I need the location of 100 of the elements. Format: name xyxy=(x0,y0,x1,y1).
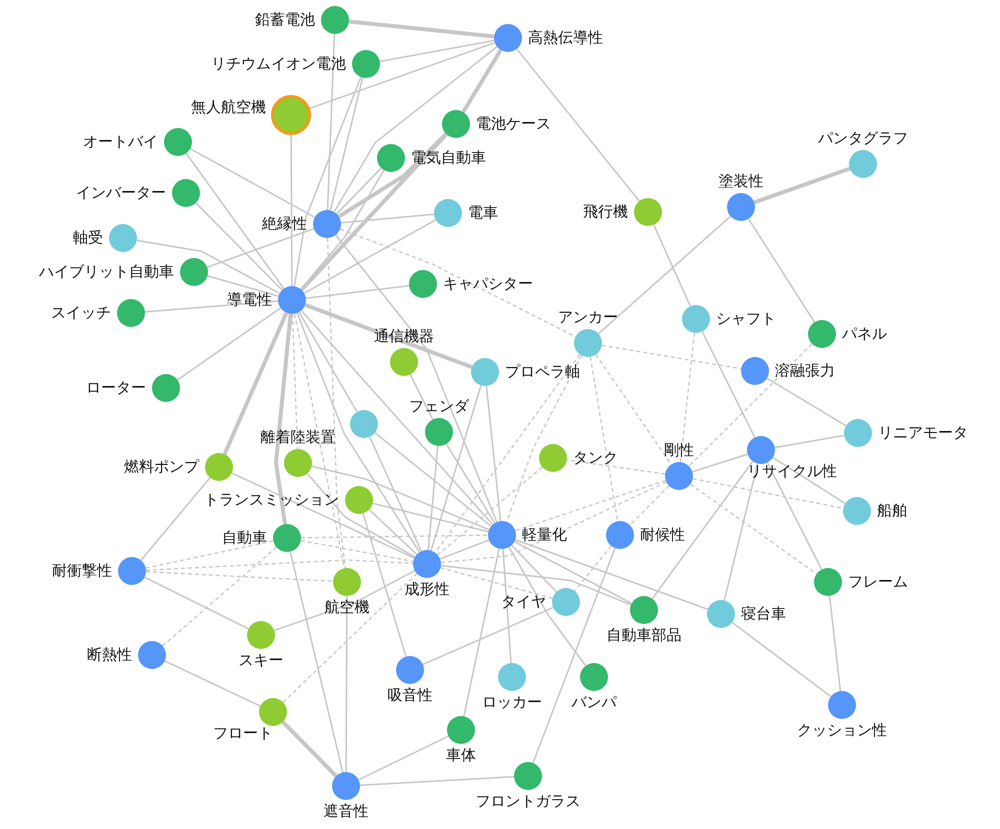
connector-line xyxy=(300,310,494,526)
connector-line xyxy=(440,481,667,564)
connector-line xyxy=(301,534,488,538)
connector-line xyxy=(294,76,362,286)
node-label: オートバイ xyxy=(83,134,158,150)
node-label: 寝台車 xyxy=(741,606,786,622)
node-label: フレーム xyxy=(848,574,908,590)
connector-line xyxy=(281,720,338,778)
node-label: リニアモータ xyxy=(878,426,968,440)
connector-line xyxy=(748,218,816,323)
node-label: タンク xyxy=(573,450,618,466)
connector-line xyxy=(274,570,416,632)
connector-line xyxy=(440,539,490,560)
node-label: 導電性 xyxy=(227,292,272,308)
node-label: 電気自動車 xyxy=(411,150,486,166)
connector-line xyxy=(304,219,436,294)
connector-line xyxy=(292,314,298,450)
connector-line xyxy=(136,240,280,294)
connector-line xyxy=(437,466,543,556)
node-label: ハイブリット自動車 xyxy=(39,264,174,280)
node-label: 自動車 xyxy=(222,530,267,546)
connector-line xyxy=(372,502,489,532)
connector-line xyxy=(340,214,434,224)
connector-line xyxy=(486,386,502,522)
connector-line xyxy=(422,606,554,666)
node-label: 飛行機 xyxy=(583,204,628,220)
connector-line xyxy=(186,152,284,290)
node-label: 吸音性 xyxy=(388,688,432,703)
node-label: トランスミッション xyxy=(204,492,339,508)
connector-line xyxy=(310,42,496,110)
connector-line xyxy=(506,355,582,522)
connector-line xyxy=(334,46,498,212)
connector-line xyxy=(828,596,842,692)
connector-line xyxy=(566,459,666,475)
connector-line xyxy=(702,331,756,438)
connector-line xyxy=(595,354,672,465)
node-label: 軸受 xyxy=(73,230,103,246)
node-label: 車体 xyxy=(446,748,476,763)
node-label: 遮音性 xyxy=(324,804,368,819)
connector-line xyxy=(374,432,492,527)
node-label: 航空機 xyxy=(324,600,370,615)
connector-line xyxy=(369,436,422,552)
connector-line xyxy=(326,238,346,568)
connector-line xyxy=(440,567,553,599)
connector-line xyxy=(574,546,612,592)
connector-line xyxy=(311,466,490,530)
connector-line xyxy=(330,77,364,211)
connector-line xyxy=(590,356,618,522)
node-label: パンタグラフ xyxy=(818,131,908,146)
connector-line xyxy=(428,446,438,550)
node-label: 高熱伝導性 xyxy=(528,30,603,46)
node-label: 溶融張力 xyxy=(775,364,835,378)
connector-line xyxy=(502,548,512,664)
node-label: 通信機器 xyxy=(374,329,434,344)
connector-line xyxy=(298,312,358,412)
connector-line xyxy=(724,463,758,601)
connector-line xyxy=(222,312,288,455)
node-label: 成形性 xyxy=(404,582,450,597)
connector-line xyxy=(690,484,817,574)
connector-line xyxy=(348,19,494,39)
connector-line xyxy=(336,168,382,214)
node-label: キャパシター xyxy=(443,276,533,292)
connector-line xyxy=(146,559,414,571)
connector-line xyxy=(335,234,498,522)
connector-line xyxy=(146,540,274,569)
node-label: パネル xyxy=(842,326,887,342)
node-label: スイッチ xyxy=(51,306,111,320)
connector-line xyxy=(304,303,473,369)
connector-line xyxy=(766,462,822,570)
connector-line xyxy=(516,48,640,202)
node-label: 絶縁性 xyxy=(262,216,307,232)
node-label: 断熱性 xyxy=(87,648,132,662)
connector-line xyxy=(140,477,211,561)
node-label: フロート xyxy=(213,726,273,741)
connector-line xyxy=(434,354,580,554)
node-label: アンカー xyxy=(558,310,618,325)
connector-line xyxy=(360,776,514,786)
node-label: バンパ xyxy=(572,695,616,710)
connector-line xyxy=(766,378,846,426)
node-label: 離着陸装置 xyxy=(260,430,336,445)
node-label: 軽量化 xyxy=(522,528,567,542)
connector-line xyxy=(598,216,732,334)
node-label: リサイクル性 xyxy=(747,464,837,479)
connector-line xyxy=(345,596,348,772)
connector-line xyxy=(290,135,293,286)
node-label: 鉛蓄電池 xyxy=(255,12,315,28)
connector-line xyxy=(338,132,448,218)
connector-line xyxy=(511,544,557,592)
connector-line xyxy=(463,548,500,716)
connector-line xyxy=(144,576,249,630)
node-label: タイヤ xyxy=(501,594,546,610)
connector-line xyxy=(362,513,407,657)
connector-line xyxy=(144,300,278,313)
node-label: 電車 xyxy=(468,206,498,220)
connector-line xyxy=(653,224,691,307)
connector-line xyxy=(772,456,846,504)
connector-line xyxy=(462,48,502,114)
connector-line xyxy=(290,551,344,773)
node-label: インバーター xyxy=(76,186,166,200)
node-label: シャフト xyxy=(716,312,776,326)
